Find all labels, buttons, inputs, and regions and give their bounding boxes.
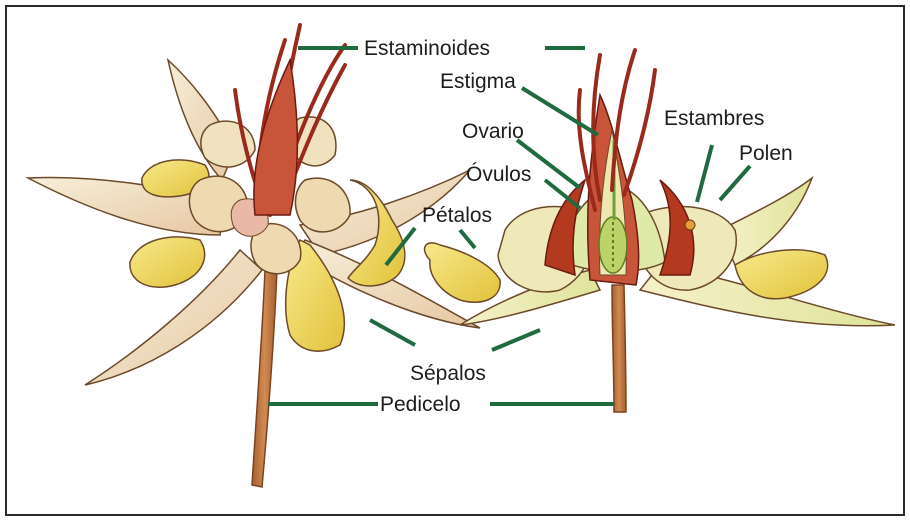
left-petal-yellow-left-low bbox=[130, 237, 205, 287]
label-polen: Polen bbox=[739, 142, 793, 165]
right-pedicel bbox=[612, 285, 626, 412]
label-ovario: Ovario bbox=[462, 120, 524, 143]
leader-sepalos-right bbox=[492, 330, 540, 350]
leader-estambres bbox=[697, 145, 712, 202]
left-petal-cream-4 bbox=[295, 178, 350, 232]
label-sepalos: Sépalos bbox=[410, 362, 486, 385]
left-flower bbox=[28, 25, 480, 487]
right-flower bbox=[425, 50, 895, 412]
label-ovulos: Óvulos bbox=[466, 163, 531, 186]
label-estambres: Estambres bbox=[664, 107, 764, 130]
label-petalos: Pétalos bbox=[422, 204, 492, 227]
leader-sepalos-left bbox=[370, 320, 415, 345]
right-petal-yellow-left bbox=[425, 243, 501, 302]
label-estaminoides: Estaminoides bbox=[364, 37, 490, 60]
label-pedicelo: Pedicelo bbox=[380, 393, 461, 416]
leader-estigma bbox=[522, 88, 598, 135]
leader-petalos-right bbox=[460, 230, 475, 248]
right-anther bbox=[685, 220, 695, 230]
label-estigma: Estigma bbox=[440, 70, 516, 93]
leader-polen bbox=[720, 166, 750, 200]
left-pedicel bbox=[252, 270, 277, 487]
